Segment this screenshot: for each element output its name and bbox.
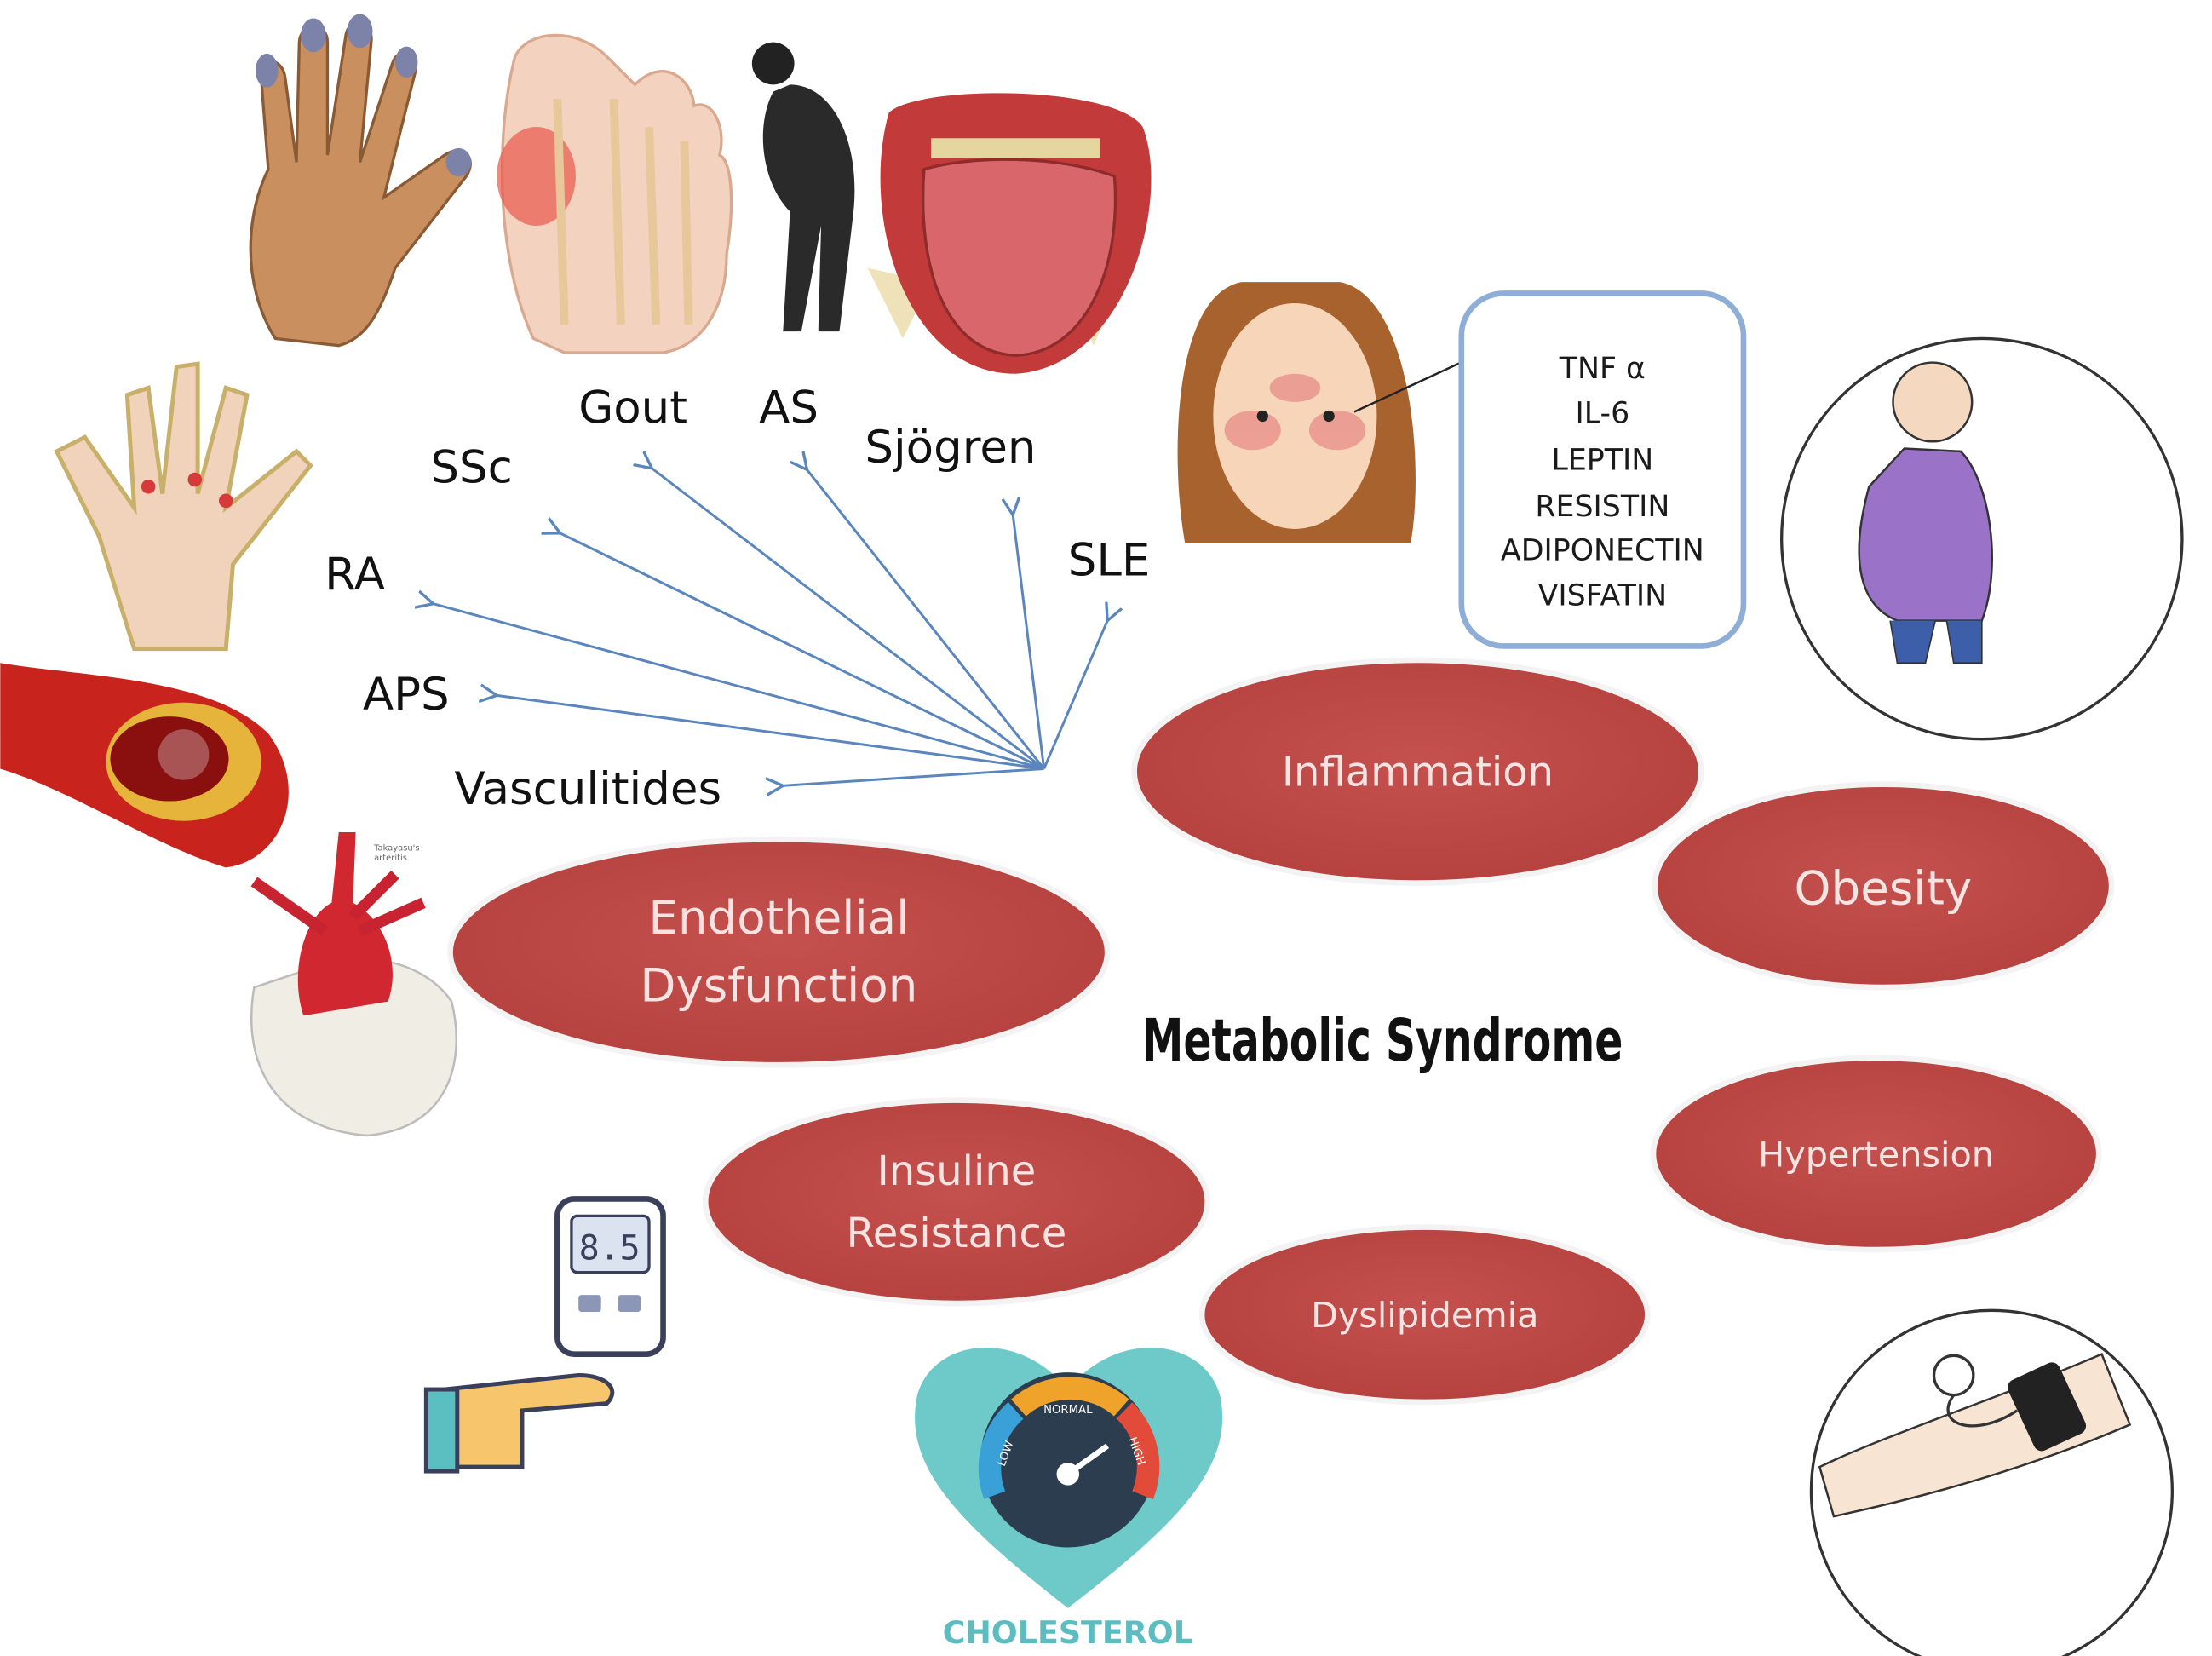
inflammation-label: Inflammation [1282,748,1554,796]
takayasu-label: Takayasu's [373,843,419,853]
disease-ssc: SSc [430,441,512,493]
component-endothelial-dysfunction: Endothelial Dysfunction [447,836,1111,1068]
takayasu-heart-illustration: Takayasu's arteritis [250,831,457,1137]
sjogren-dry-tongue-illustration [867,93,1152,374]
disease-gout: Gout [578,382,687,434]
cholesterol-label: CHOLESTEROL [943,1614,1193,1651]
component-hypertension: Hypertension [1650,1055,2102,1253]
ankylosing-spondylitis-silhouette [751,42,855,332]
component-obesity: Obesity [1652,781,2115,991]
disease-sle: SLE [1068,535,1151,587]
gauge-normal-label: NORMAL [1043,1404,1093,1417]
disease-as: AS [759,382,819,434]
artery-plaque-illustration [0,663,289,868]
mediator-visfatin: VISFATIN [1538,578,1668,612]
glucometer-reading: 8.5 [579,1229,641,1268]
mediator-resistin: RESISTIN [1535,490,1669,524]
glucometer-illustration: 8.5 [423,1196,666,1474]
disease-vasculitides: Vasculitides [454,763,721,815]
endothelial-label-2: Dysfunction [640,958,917,1013]
disease-arrows [434,469,1108,786]
disease-ra: RA [325,549,385,601]
disease-sjogren: Sjögren [865,422,1036,474]
mediator-leptin: LEPTIN [1551,443,1653,477]
insuline-label-2: Resistance [847,1210,1067,1257]
arrow-as [807,469,1045,770]
arrow-ra [434,604,1045,770]
insuline-label-1: Insuline [877,1147,1037,1195]
mediator-adiponectin: ADIPONECTIN [1501,533,1704,567]
raynaud-hand-illustration [249,14,472,348]
mediator-tnf: TNF α [1559,352,1646,386]
arrow-ssc [560,533,1045,770]
obesity-man-illustration [1780,336,2184,741]
endothelial-label-1: Endothelial [648,890,909,945]
component-insuline-resistance: Insuline Resistance [702,1097,1211,1307]
takayasu-label-2: arteritis [374,854,407,863]
arrow-sjogren [1013,515,1046,769]
component-inflammation: Inflammation [1131,657,1704,886]
adipokine-box: TNF α IL-6 LEPTIN RESISTIN ADIPONECTIN V… [1458,290,1747,649]
mediator-il6: IL-6 [1576,397,1630,431]
component-dyslipidemia: Dyslipidemia [1198,1224,1651,1406]
obesity-label: Obesity [1795,860,1973,915]
hypertension-label: Hypertension [1758,1134,1994,1175]
gout-foot-illustration [497,33,733,354]
arrow-gout [652,469,1045,770]
arrow-vasculitides [783,767,1044,785]
arrow-aps [497,695,1044,770]
dyslipidemia-label: Dyslipidemia [1311,1295,1539,1336]
blood-pressure-illustration [1809,1308,2174,1656]
diagram-title: Metabolic Syndrome [1142,1008,1623,1075]
ra-hand-xray-illustration [54,361,313,652]
arrow-sle [1043,621,1108,770]
disease-aps: APS [363,669,450,721]
sle-face-illustration [1177,282,1468,543]
cholesterol-heart-icon: LOW NORMAL HIGH CHOLESTEROL [915,1347,1223,1651]
